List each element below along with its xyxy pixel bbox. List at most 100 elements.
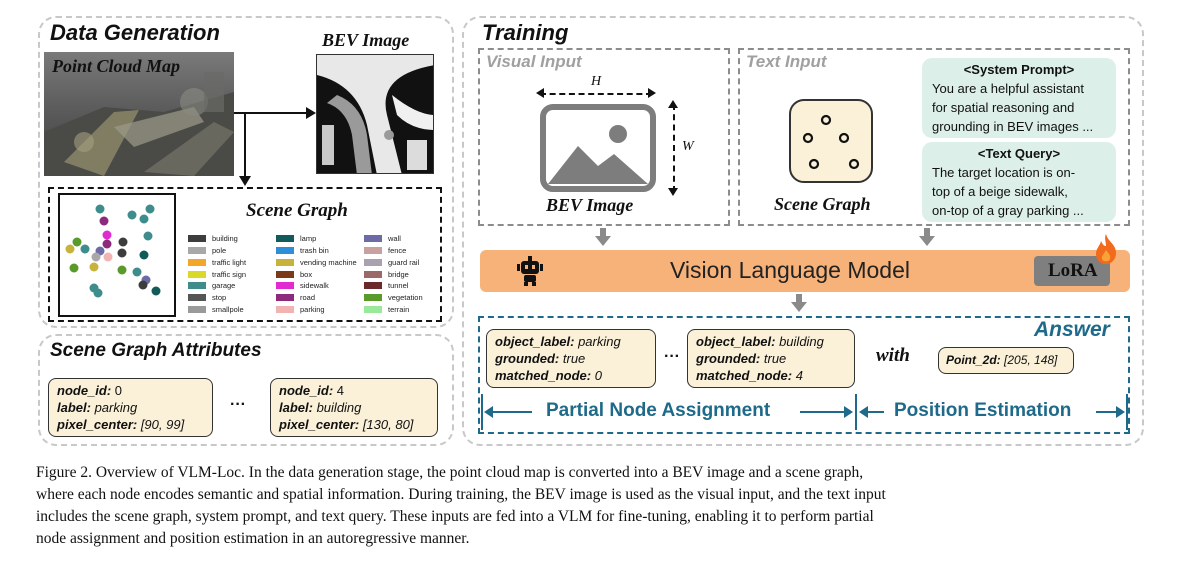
legend-label: vending machine [300, 257, 357, 267]
w-arrow-top [668, 100, 678, 108]
legend-item: trash bin [276, 245, 329, 257]
scene-graph-box [48, 187, 442, 322]
w-dimension-line [673, 104, 675, 192]
legend-swatch [276, 294, 294, 302]
legend-swatch [364, 282, 382, 290]
figure-caption: Figure 2. Overview of VLM-Loc. In the da… [36, 462, 1150, 550]
fire-icon-graphic [1096, 234, 1116, 264]
legend-label: traffic sign [212, 269, 247, 279]
card-key: grounded: [495, 351, 560, 366]
caption-line: Figure 2. Overview of VLM-Loc. In the da… [36, 464, 864, 481]
pc-to-bev-arrow [234, 112, 314, 114]
position-label: Position Estimation [894, 400, 1072, 421]
fire-icon [1094, 234, 1118, 264]
card-value: parking [90, 400, 138, 415]
legend-swatch [364, 258, 382, 266]
attributes-ellipsis: ··· [230, 396, 246, 413]
scene-graph-plot [58, 193, 176, 317]
caption-line: node assignment and position estimation … [36, 530, 470, 547]
card-value: building [775, 334, 824, 349]
vlm-to-answer-arrow [791, 302, 807, 312]
legend-item: traffic sign [188, 268, 246, 280]
point-2d-value: [205, 148] [1000, 353, 1058, 367]
legend-item: guard rail [364, 257, 419, 269]
legend-label: fence [388, 246, 407, 256]
position-arrow-left-line [866, 411, 884, 413]
card-value: true [760, 351, 787, 366]
text-to-vlm-stem [924, 228, 930, 236]
legend-swatch [364, 306, 382, 314]
pc-to-bev-arrowhead [306, 107, 316, 119]
legend-item: vegetation [364, 292, 423, 304]
lora-label: LoRA [1048, 260, 1098, 281]
robot-icon [516, 256, 544, 286]
legend-label: building [212, 234, 238, 244]
scene-graph-icon [788, 98, 874, 184]
card-key: matched_node: [495, 368, 592, 383]
card-key: object_label: [495, 334, 575, 349]
legend-swatch [188, 247, 206, 255]
legend-label: garage [212, 281, 236, 291]
card-value: [90, 99] [137, 417, 185, 432]
scene-graph-title: Scene Graph [246, 200, 348, 221]
point-cloud-image [44, 52, 234, 176]
legend-item: terrain [364, 304, 409, 316]
card-value: 0 [111, 383, 123, 398]
legend-item: building [188, 233, 238, 245]
h-dimension-label: H [591, 74, 602, 89]
scene-graph-nodes [65, 204, 161, 298]
answer-box [478, 316, 1130, 434]
legend-label: tunnel [388, 281, 409, 291]
position-arrow-right-head [1116, 406, 1125, 418]
card-value: building [312, 400, 362, 415]
answer-card-building: object_label: building grounded: true ma… [687, 329, 855, 388]
card-value: 0 [591, 368, 602, 383]
visual-to-vlm-stem [600, 228, 606, 236]
pc-to-graph-arrowhead [239, 176, 251, 186]
legend-swatch [188, 270, 206, 278]
h-arrow-right [648, 88, 656, 98]
card-key: node_id: [57, 383, 112, 398]
text-to-vlm-arrow [919, 236, 935, 246]
lora-badge [1034, 256, 1110, 286]
legend-label: bridge [388, 269, 409, 279]
answer-mid-tick [855, 394, 857, 430]
legend-item: fence [364, 245, 406, 257]
vlm-to-answer-stem [796, 294, 802, 302]
system-prompt-line: for spatial reasoning and [932, 100, 1075, 115]
with-label: with [876, 345, 910, 366]
text-input-box [738, 48, 1130, 226]
legend-swatch [276, 282, 294, 290]
legend-item: road [276, 292, 315, 304]
h-arrow-left [536, 88, 544, 98]
card-key: object_label: [696, 334, 776, 349]
point-2d-key: Point_2d: [946, 353, 1001, 367]
card-key: pixel_center: [279, 417, 360, 432]
card-value: true [559, 351, 586, 366]
image-icon-graphic [540, 104, 656, 192]
answer-label: Answer [1034, 318, 1110, 341]
legend-item: garage [188, 280, 235, 292]
caption-line: includes the scene graph, system prompt,… [36, 508, 874, 525]
card-key: node_id: [279, 383, 334, 398]
caption-line: where each node encodes semantic and spa… [36, 486, 886, 503]
card-key: grounded: [696, 351, 761, 366]
legend-item: wall [364, 233, 401, 245]
legend-item: bridge [364, 268, 409, 280]
legend-swatch [188, 294, 206, 302]
system-prompt-box: <System Prompt> You are a helpful assist… [922, 58, 1116, 138]
partial-arrow-left-head [484, 406, 493, 418]
legend-item: stop [188, 292, 226, 304]
training-scene-graph-label: Scene Graph [774, 194, 871, 214]
legend-item: smallpole [188, 304, 244, 316]
position-arrow-left-head [859, 406, 868, 418]
w-arrow-bottom [668, 188, 678, 196]
answer-card-parking: object_label: parking grounded: true mat… [486, 329, 656, 388]
vlm-bar [480, 250, 1130, 292]
legend-swatch [364, 247, 382, 255]
legend-label: sidewalk [300, 281, 329, 291]
bev-image [316, 54, 434, 174]
legend-item: lamp [276, 233, 316, 245]
legend-swatch [364, 270, 382, 278]
partial-arrow-right-line [800, 411, 846, 413]
